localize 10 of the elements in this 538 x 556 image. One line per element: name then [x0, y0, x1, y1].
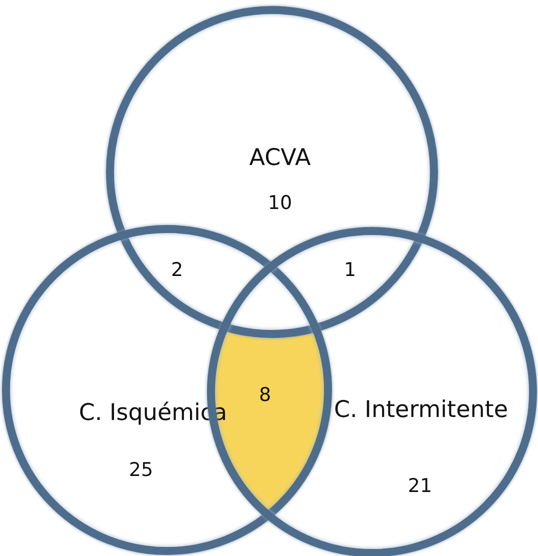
set-circle [2, 225, 332, 555]
set-label: C. Intermitente [333, 397, 509, 423]
set-count: 21 [408, 475, 432, 497]
region-count: 1 [344, 259, 356, 281]
set-circle [106, 6, 438, 338]
region-count: 8 [258, 384, 272, 406]
set-count: 10 [268, 192, 292, 214]
region-count: 2 [170, 259, 184, 281]
set-count: 25 [128, 459, 154, 481]
set-label: ACVA [248, 145, 312, 171]
